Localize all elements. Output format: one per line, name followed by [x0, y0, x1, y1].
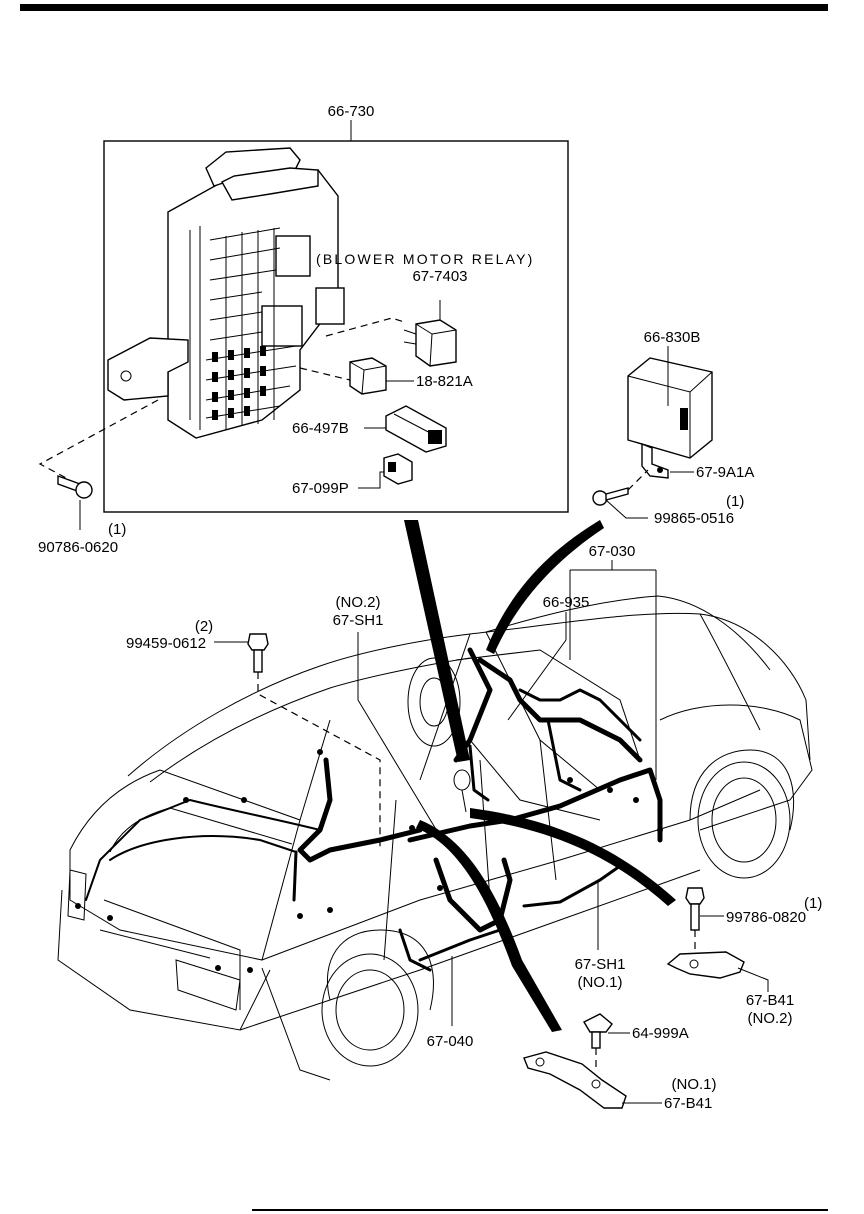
wiring-harness-routing: [85, 647, 663, 972]
label-bolt-99786-qty: (1): [804, 895, 822, 912]
label-bolt-99459: 99459-0612: [126, 635, 206, 652]
label-part-66-497b: 66-497B: [292, 420, 349, 437]
relay-67-7403: [403, 319, 457, 367]
bracket-67-b41-no1: (NO.1) 67-B41: [523, 1051, 717, 1112]
screw-90786-0620: (1) 90786-0620: [38, 475, 126, 556]
label-screw-99865-qty: (1): [726, 493, 744, 510]
pointer-wedge-module: [486, 520, 604, 654]
vehicle-body-outline: [57, 595, 813, 1081]
callout-shield-67-sh1-no1: 67-SH1 (NO.1): [575, 880, 626, 991]
pointer-wedge-fuse-box: [404, 520, 470, 762]
pointer-wedge-bracket-no1: [416, 820, 562, 1032]
dashed-relay-7403: [325, 317, 405, 337]
label-harness-66-935: 66-935: [543, 594, 590, 611]
label-clip-64-999a: 64-999A: [632, 1025, 689, 1042]
label-bolt-99786: 99786-0820: [726, 909, 806, 926]
label-shield-no1-tag: (NO.1): [578, 974, 623, 991]
bracket-67-b41-no2: 67-B41 (NO.2): [666, 951, 794, 1027]
label-blower-motor-relay: (BLOWER MOTOR RELAY): [316, 251, 535, 267]
dashed-relay-18821a: [299, 367, 351, 381]
label-relay-18-821a: 18-821A: [416, 373, 473, 390]
top-rule: [20, 4, 828, 11]
label-bracket-no2-tag: (NO.2): [748, 1010, 793, 1027]
label-screw-99865: 99865-0516: [654, 510, 734, 527]
label-screw-90786: 90786-0620: [38, 539, 118, 556]
label-fuse-box: 66-730: [328, 103, 375, 120]
label-shield-67-sh1-lower: 67-SH1: [575, 956, 626, 973]
label-harness-67-030: 67-030: [589, 543, 636, 560]
label-screw-90786-qty: (1): [108, 521, 126, 538]
label-shield-no2-tag: (NO.2): [336, 594, 381, 611]
dashed-screw-path: [38, 399, 159, 481]
label-bracket-67-b41-lower: 67-B41: [664, 1095, 712, 1112]
label-bracket-no1-tag: (NO.1): [672, 1076, 717, 1093]
label-shield-67-sh1-upper: 67-SH1: [333, 612, 384, 629]
label-relay-67-7403: 67-7403: [412, 268, 467, 285]
label-part-67-099p: 67-099P: [292, 480, 349, 497]
part-67-099p: [383, 453, 413, 485]
pointer-wedge-bracket-no2: [470, 808, 676, 906]
label-harness-67-040: 67-040: [427, 1033, 474, 1050]
module-66-830b: 66-830B 67-9A1A: [627, 329, 754, 481]
label-bracket-67-b41-upper: 67-B41: [746, 992, 794, 1009]
label-module-66-830b: 66-830B: [644, 329, 701, 346]
bolt-99459-0612: (2) 99459-0612: [126, 618, 381, 850]
callout-shield-67-sh1-no2: (NO.2) 67-SH1: [333, 594, 441, 837]
screw-99865-0516: (1) 99865-0516: [592, 469, 744, 527]
relay-18-821a: [349, 357, 387, 395]
fuse-block-illustration: [107, 147, 345, 439]
bolt-99786-0820: (1) 99786-0820: [685, 887, 822, 952]
callout-harness-67-030: 67-030 66-935: [507, 543, 657, 780]
inset-frame: [103, 140, 569, 513]
callout-harness-67-040: 67-040: [427, 956, 474, 1050]
part-66-497b: [385, 405, 447, 453]
label-bolt-99459-qty: (2): [195, 618, 213, 635]
label-bracket-67-9a1a: 67-9A1A: [696, 464, 754, 481]
clip-64-999a: 64-999A: [583, 1013, 689, 1070]
fuse-box-inset: 66-730 (BLOWER MOTOR RELAY) 67-7403 18-8…: [38, 103, 569, 513]
